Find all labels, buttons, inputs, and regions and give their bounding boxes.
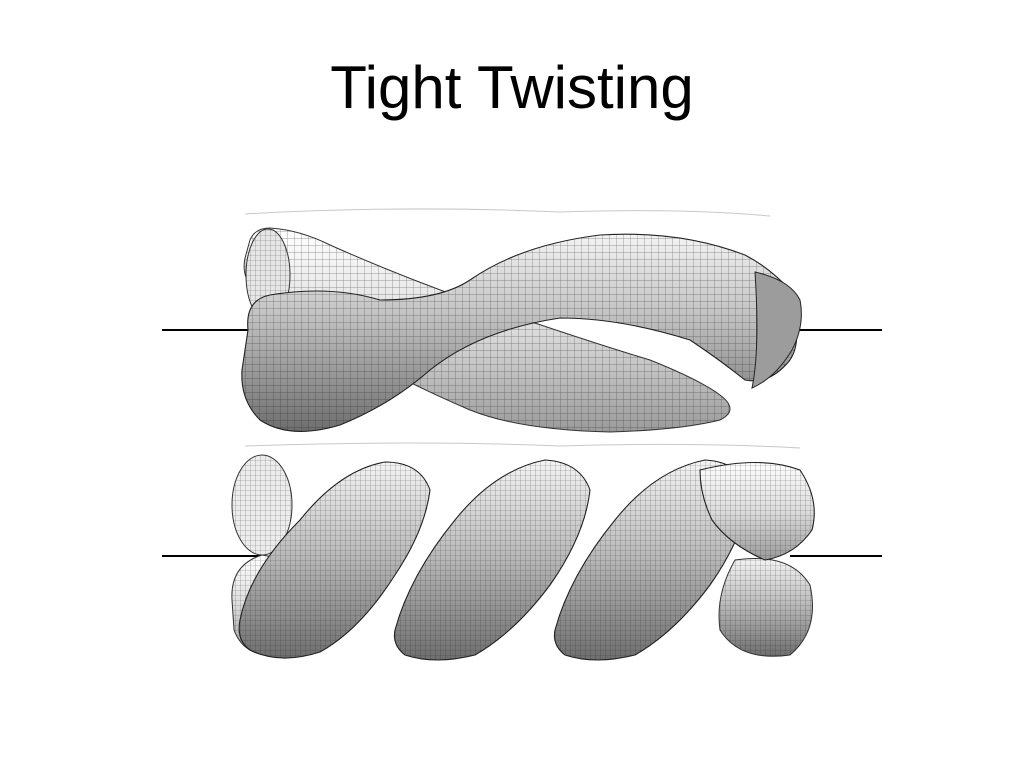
front-strand-segments <box>238 459 815 661</box>
loose-twist-panel <box>162 208 882 433</box>
slide-title: Tight Twisting <box>330 54 694 121</box>
ghost-outline-top <box>244 208 771 217</box>
tight-twist-panel <box>162 442 882 661</box>
tube-end-right <box>751 271 802 389</box>
ghost-outline-bottom <box>244 442 801 449</box>
